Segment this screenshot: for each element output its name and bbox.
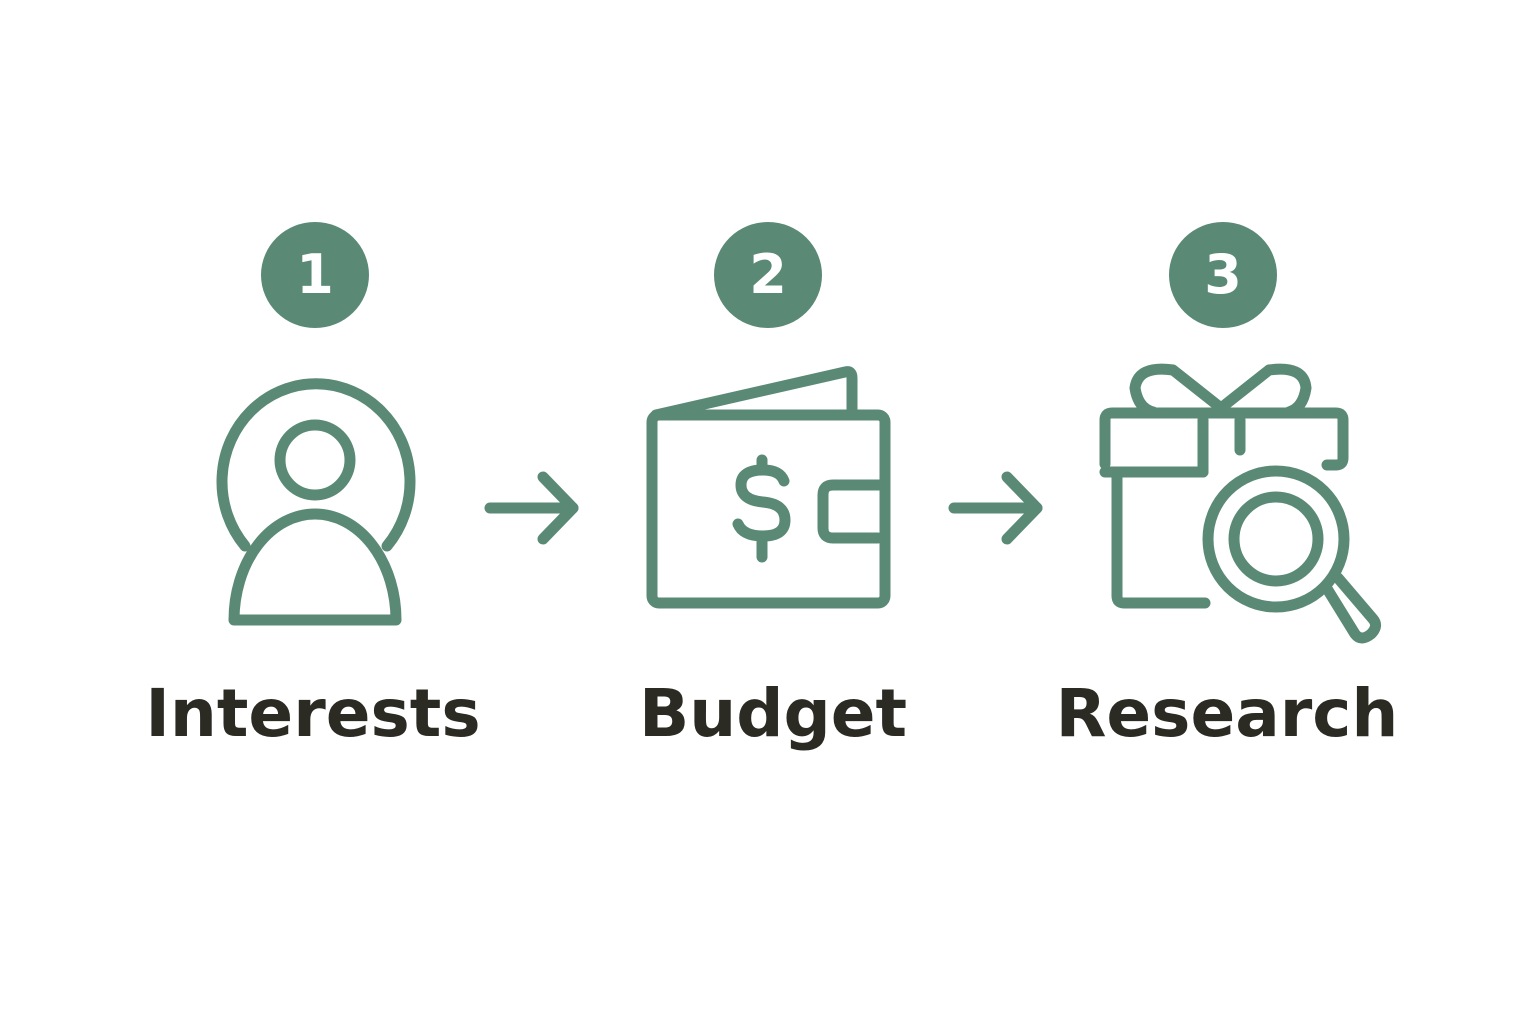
wallet-icon	[646, 366, 891, 609]
person-icon	[216, 378, 416, 626]
arrow-right-icon	[484, 471, 579, 545]
step-number-badge: 2	[714, 222, 822, 328]
gift-search-icon	[1099, 363, 1382, 644]
arrow-right-icon	[948, 471, 1043, 545]
step-label-budget: Budget	[638, 675, 908, 752]
step-label-interests: Interests	[145, 675, 481, 752]
step-number-badge: 1	[261, 222, 369, 328]
step-label-research: Research	[1055, 675, 1399, 752]
step-number-badge: 3	[1169, 222, 1277, 328]
